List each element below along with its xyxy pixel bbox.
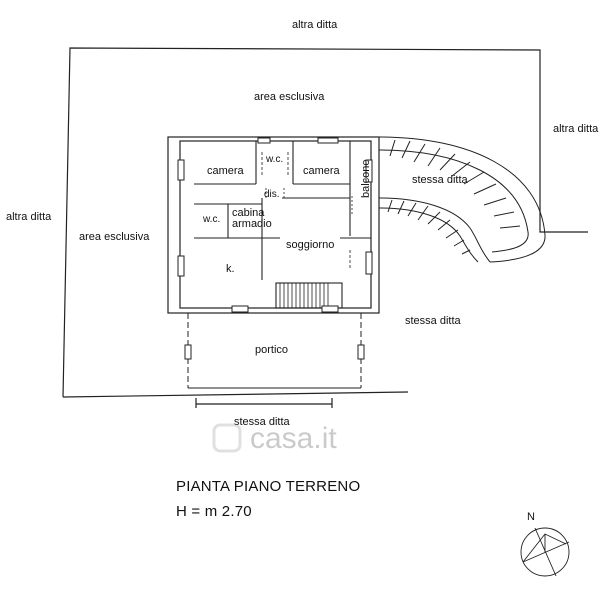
label-camera-left: camera [207,165,245,177]
label-kitchen: k. [226,263,235,275]
watermark-text: casa.it [250,422,337,455]
north-label: N [527,511,535,523]
label-area-esclusiva-left: area esclusiva [79,231,150,243]
label-altra-ditta-left: altra ditta [6,211,52,223]
label-altra-ditta-top: altra ditta [292,19,338,31]
label-armadio: armadio [232,218,272,230]
label-balcone: balcone [360,159,372,198]
watermark: casa.it [212,422,337,455]
interior-walls [194,141,371,309]
north-arrow [520,527,570,577]
exterior-curved-staircase [378,136,546,263]
label-stessa-ditta-bottom: stessa ditta [234,416,291,428]
label-dis: dis. [264,189,280,200]
label-area-esclusiva-top: area esclusiva [254,91,325,103]
label-cabina: cabina [232,207,265,219]
internal-staircase [279,283,329,308]
label-wc-top: w.c. [265,154,283,165]
plan-title: PIANTA PIANO TERRENO [176,478,361,495]
plan-height: H = m 2.70 [176,503,252,520]
label-altra-ditta-right: altra ditta [553,123,599,135]
label-stessa-ditta-right: stessa ditta [405,315,462,327]
windows [177,137,373,313]
lot-boundary [62,47,588,408]
portico [184,313,365,389]
label-wc-bottom: w.c. [202,214,220,225]
label-stessa-ditta-stairs: stessa ditta [412,174,469,186]
label-portico: portico [255,344,288,356]
label-soggiorno: soggiorno [286,239,334,251]
label-camera-right: camera [303,165,341,177]
doors [206,152,353,270]
